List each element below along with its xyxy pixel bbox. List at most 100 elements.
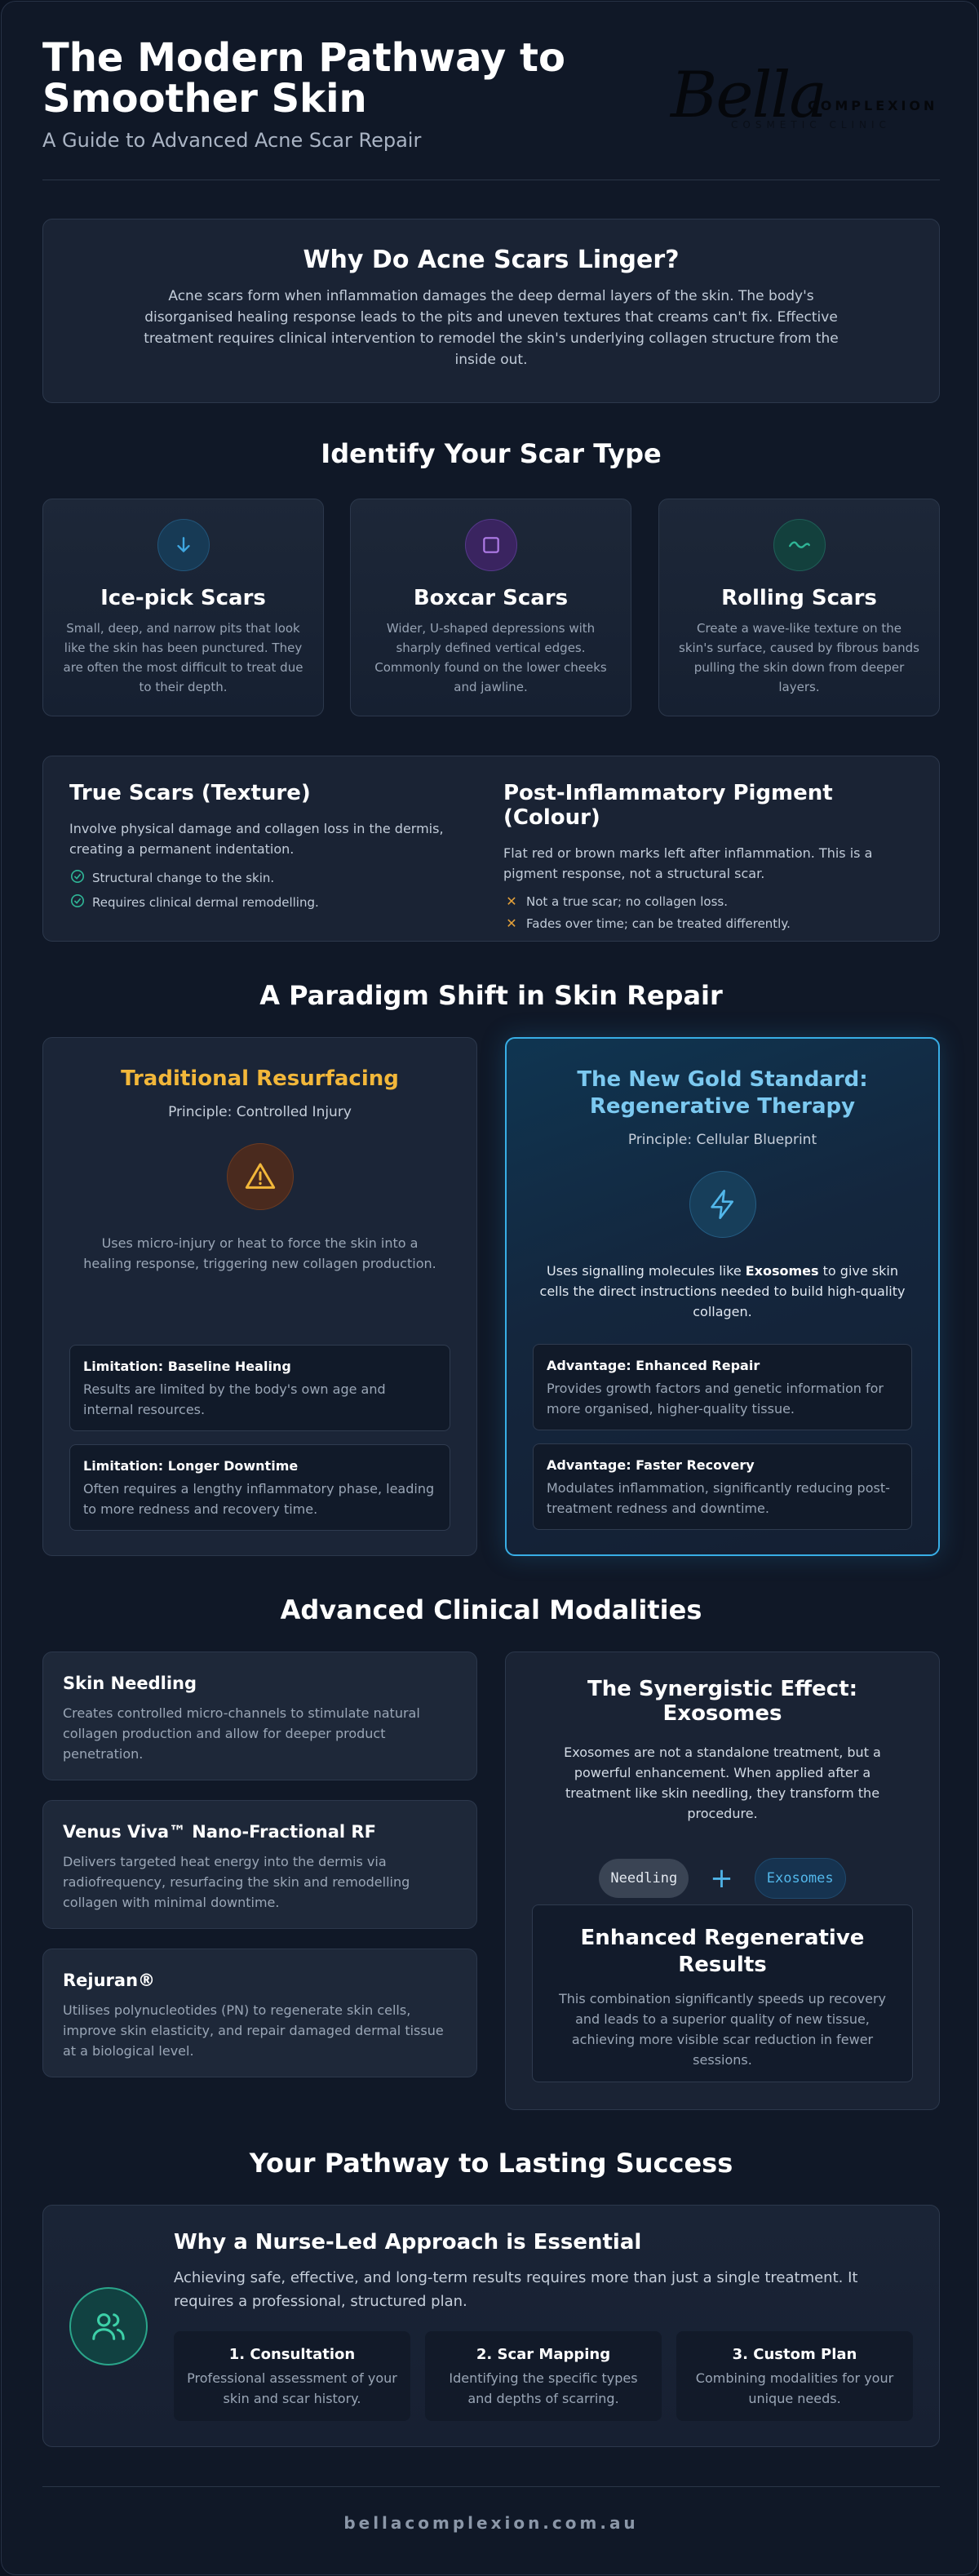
enhanced-results-box: Enhanced Regenerative Results This combi… (532, 1904, 913, 2082)
modality-card-rejuran: Rejuran® Utilises polynucleotides (PN) t… (42, 1949, 477, 2077)
pigment-text: Flat red or brown marks left after infla… (503, 845, 873, 881)
true-scars-text: Involve physical damage and collagen los… (69, 821, 444, 857)
steps-row: 1. Consultation Professional assessment … (174, 2331, 913, 2421)
limitation-box: Limitation: Longer Downtime Often requir… (69, 1444, 450, 1531)
modality-text: Utilises polynucleotides (PN) to regener… (63, 2002, 444, 2059)
enhanced-results-text: This combination significantly speeds up… (558, 1991, 886, 2068)
needling-pill: Needling (599, 1859, 689, 1898)
list-item: ✕ Not a true scar; no collagen loss. (503, 893, 903, 909)
traditional-resurfacing-card: Traditional Resurfacing Principle: Contr… (42, 1037, 477, 1556)
traditional-description: Uses micro-injury or heat to force the s… (83, 1235, 436, 1271)
users-icon (69, 2287, 148, 2365)
scar-name: Rolling Scars (721, 586, 877, 610)
limitation-title: Limitation: Baseline Healing (83, 1359, 291, 1374)
step-text: Identifying the specific types and depth… (449, 2370, 638, 2406)
list-item-text: Requires clinical dermal remodelling. (92, 895, 319, 910)
list-item: Structural change to the skin. (69, 869, 469, 887)
header: The Modern Pathway to Smoother Skin A Gu… (42, 38, 940, 180)
scar-name: Boxcar Scars (413, 586, 569, 610)
arrow-down-icon (157, 519, 210, 571)
true-scars-column: True Scars (Texture) Involve physical da… (69, 781, 469, 911)
scar-description: Small, deep, and narrow pits that look l… (63, 621, 303, 694)
regenerative-description: Uses signalling molecules like Exosomes … (539, 1263, 906, 1319)
step-consultation: 1. Consultation Professional assessment … (174, 2331, 410, 2421)
exosomes-pill: Exosomes (754, 1858, 846, 1899)
limitation-text: Often requires a lengthy inflammatory ph… (83, 1481, 435, 1517)
list-item-text: Structural change to the skin. (92, 871, 275, 885)
plus-icon: + (710, 1862, 733, 1895)
modality-text: Creates controlled micro-channels to sti… (63, 1705, 420, 1762)
regenerative-title: The New Gold Standard: Regenerative Ther… (577, 1067, 868, 1119)
modality-title: Rejuran® (63, 1971, 156, 1990)
list-item-text: Not a true scar; no collagen loss. (526, 893, 728, 909)
limitation-box: Limitation: Baseline Healing Results are… (69, 1345, 450, 1431)
modality-card-venus-viva: Venus Viva™ Nano-Fractional RF Delivers … (42, 1800, 477, 1929)
synergy-text: Exosomes are not a standalone treatment,… (564, 1745, 881, 1821)
synergy-title: The Synergistic Effect: Exosomes (587, 1677, 858, 1726)
scar-card-rolling: Rolling Scars Create a wave-like texture… (658, 499, 940, 716)
list-item-text: Fades over time; can be treated differen… (526, 916, 791, 931)
clinic-logo: Bella COMPLEXION COSMETIC CLINIC (671, 59, 940, 149)
modalities-section-title: Advanced Clinical Modalities (280, 1594, 702, 1625)
warning-icon (226, 1143, 294, 1210)
paradigm-section-title: A Paradigm Shift in Skin Repair (259, 980, 723, 1011)
check-circle-icon (69, 869, 86, 887)
scar-description: Wider, U-shaped depressions with sharply… (374, 621, 607, 694)
why-scars-card: Why Do Acne Scars Linger? Acne scars for… (42, 219, 940, 403)
true-scars-title: True Scars (Texture) (69, 781, 311, 805)
why-title: Why Do Acne Scars Linger? (303, 246, 680, 274)
step-scar-mapping: 2. Scar Mapping Identifying the specific… (425, 2331, 662, 2421)
step-custom-plan: 3. Custom Plan Combining modalities for … (676, 2331, 913, 2421)
list-item: ✕ Fades over time; can be treated differ… (503, 916, 903, 931)
cross-icon: ✕ (506, 893, 517, 909)
logo-subtext: COSMETIC CLINIC (731, 119, 891, 131)
traditional-principle: Principle: Controlled Injury (168, 1104, 352, 1120)
logo-script: Bella (671, 59, 827, 132)
footer-url[interactable]: bellacomplexion.com.au (42, 2486, 940, 2533)
pathway-section-title: Your Pathway to Lasting Success (249, 2148, 733, 2179)
nurse-led-card: Why a Nurse-Led Approach is Essential Ac… (42, 2205, 940, 2447)
advantage-title: Advantage: Faster Recovery (547, 1457, 755, 1473)
advantage-box: Advantage: Faster Recovery Modulates inf… (533, 1443, 912, 1530)
pigment-title: Post-Inflammatory Pigment (Colour) (503, 781, 833, 830)
combination-row: Needling + Exosomes (532, 1858, 913, 1899)
scar-card-boxcar: Boxcar Scars Wider, U-shaped depressions… (350, 499, 631, 716)
step-title: 2. Scar Mapping (476, 2346, 611, 2363)
modality-title: Skin Needling (63, 1674, 197, 1693)
cross-icon: ✕ (506, 916, 517, 931)
page-subtitle: A Guide to Advanced Acne Scar Repair (42, 129, 422, 152)
modality-title: Venus Viva™ Nano-Fractional RF (63, 1822, 376, 1842)
page-title: The Modern Pathway to Smoother Skin (42, 35, 565, 122)
step-title: 3. Custom Plan (732, 2346, 857, 2363)
square-icon (464, 519, 517, 571)
traditional-title: Traditional Resurfacing (121, 1066, 399, 1091)
advantage-box: Advantage: Enhanced Repair Provides grow… (533, 1344, 912, 1430)
scar-name: Ice-pick Scars (100, 586, 266, 610)
modality-text: Delivers targeted heat energy into the d… (63, 1854, 410, 1910)
nurse-led-title: Why a Nurse-Led Approach is Essential (174, 2230, 642, 2255)
advantage-text: Modulates inflammation, significantly re… (547, 1480, 890, 1516)
regenerative-therapy-card: The New Gold Standard: Regenerative Ther… (505, 1037, 940, 1556)
scar-card-icepick: Ice-pick Scars Small, deep, and narrow p… (42, 499, 324, 716)
step-title: 1. Consultation (228, 2346, 356, 2363)
advantage-title: Advantage: Enhanced Repair (547, 1358, 760, 1373)
scar-description: Create a wave-like texture on the skin's… (679, 621, 919, 694)
logo-word: COMPLEXION (808, 98, 938, 113)
pigment-column: Post-Inflammatory Pigment (Colour) Flat … (503, 781, 903, 931)
limitation-title: Limitation: Longer Downtime (83, 1458, 299, 1474)
synergy-card: The Synergistic Effect: Exosomes Exosome… (505, 1652, 940, 2110)
advantage-text: Provides growth factors and genetic info… (547, 1381, 884, 1417)
scar-vs-pigment-card: True Scars (Texture) Involve physical da… (42, 756, 940, 942)
lightning-icon (689, 1171, 756, 1238)
regenerative-principle: Principle: Cellular Blueprint (627, 1132, 817, 1148)
enhanced-results-title: Enhanced Regenerative Results (580, 1926, 865, 1977)
modality-card-skin-needling: Skin Needling Creates controlled micro-c… (42, 1652, 477, 1780)
step-text: Combining modalities for your unique nee… (695, 2370, 894, 2406)
check-circle-icon (69, 893, 86, 911)
wave-icon (773, 519, 826, 571)
limitation-text: Results are limited by the body's own ag… (83, 1381, 386, 1417)
list-item: Requires clinical dermal remodelling. (69, 893, 469, 911)
step-text: Professional assessment of your skin and… (187, 2370, 397, 2406)
identify-section-title: Identify Your Scar Type (321, 438, 662, 469)
